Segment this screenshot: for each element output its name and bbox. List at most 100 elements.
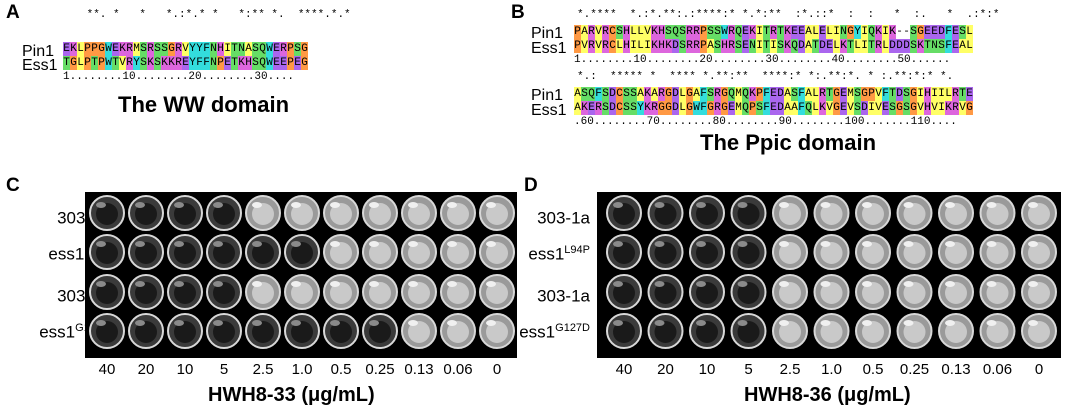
panel-c-letter: C — [6, 175, 20, 196]
well-highlight — [330, 320, 340, 326]
residue: S — [707, 87, 714, 101]
well-content — [135, 242, 157, 264]
residue: D — [896, 39, 903, 53]
residue: Q — [868, 25, 875, 39]
residue: I — [882, 25, 889, 39]
residue: T — [959, 87, 966, 101]
well-highlight — [447, 281, 457, 287]
well-highlight — [486, 281, 496, 287]
residue: G — [917, 25, 924, 39]
residue: G — [910, 101, 917, 115]
residue: D — [861, 101, 868, 115]
well-content — [330, 203, 352, 225]
panel-b-ruler-1: 1........10........20........30........4… — [574, 54, 951, 66]
residue: E — [294, 56, 301, 70]
residue: V — [182, 42, 189, 56]
residue: R — [686, 25, 693, 39]
well-highlight — [369, 202, 379, 208]
well-content — [252, 282, 274, 304]
well-highlight — [213, 202, 223, 208]
residue: S — [665, 25, 672, 39]
residue: P — [700, 25, 707, 39]
well-highlight — [408, 320, 418, 326]
well-content — [820, 242, 843, 264]
residue: K — [238, 56, 245, 70]
residue: S — [616, 25, 623, 39]
residue: P — [749, 101, 756, 115]
well-highlight — [486, 241, 496, 247]
residue: H — [721, 39, 728, 53]
concentration-label: 2.5 — [779, 361, 801, 378]
residue: P — [98, 56, 105, 70]
residue: P — [700, 39, 707, 53]
residue: R — [770, 25, 777, 39]
residue: Y — [637, 101, 644, 115]
well-content — [408, 203, 430, 225]
residue: E — [952, 25, 959, 39]
well-content — [135, 282, 157, 304]
well-content — [369, 203, 391, 225]
residue: Y — [196, 42, 203, 56]
residue: I — [224, 42, 231, 56]
well-content — [779, 321, 801, 343]
residue: G — [833, 87, 840, 101]
residue: K — [889, 25, 896, 39]
residue: A — [581, 25, 588, 39]
panel-d-plate-image — [597, 192, 1061, 358]
residue: L — [679, 101, 686, 115]
residue: N — [931, 39, 938, 53]
residue: S — [294, 42, 301, 56]
residue: S — [714, 39, 721, 53]
residue: D — [672, 101, 679, 115]
residue: R — [175, 56, 182, 70]
well-highlight — [696, 241, 706, 247]
residue: K — [147, 56, 154, 70]
residue: F — [203, 56, 210, 70]
residue: F — [945, 25, 952, 39]
well-highlight — [862, 281, 872, 287]
residue: S — [777, 39, 784, 53]
residue: S — [679, 39, 686, 53]
residue: G — [707, 101, 714, 115]
well-highlight — [213, 241, 223, 247]
residue: R — [728, 39, 735, 53]
residue: Y — [189, 42, 196, 56]
residue: L — [966, 25, 973, 39]
concentration-label: 10 — [698, 361, 716, 378]
well-content — [779, 203, 801, 225]
well-content — [613, 203, 635, 225]
residue: F — [203, 42, 210, 56]
well-content — [1028, 242, 1050, 264]
residue: F — [763, 87, 770, 101]
concentration-label: 0.13 — [404, 361, 434, 378]
residue: D — [777, 87, 784, 101]
residue: E — [742, 25, 749, 39]
residue: V — [826, 101, 833, 115]
residue: S — [938, 39, 945, 53]
well-content — [696, 203, 718, 225]
concentration-label: 5 — [744, 361, 753, 378]
residue: S — [707, 25, 714, 39]
well-highlight — [252, 241, 262, 247]
residue: I — [756, 25, 763, 39]
well-content — [862, 242, 884, 264]
residue: R — [952, 87, 959, 101]
residue: N — [210, 42, 217, 56]
well-content — [820, 203, 843, 225]
residue: L — [826, 25, 833, 39]
residue: T — [91, 56, 98, 70]
residue: W — [693, 101, 700, 115]
well-highlight — [986, 320, 997, 326]
residue: L — [616, 39, 623, 53]
residue: E — [273, 56, 280, 70]
well-content — [369, 282, 391, 304]
residue: V — [847, 101, 854, 115]
residue: T — [112, 56, 119, 70]
residue: A — [784, 101, 791, 115]
panel-b-caption: The Ppic domain — [700, 130, 877, 155]
residue: F — [700, 87, 707, 101]
well-content — [174, 282, 196, 304]
well-highlight — [174, 202, 184, 208]
